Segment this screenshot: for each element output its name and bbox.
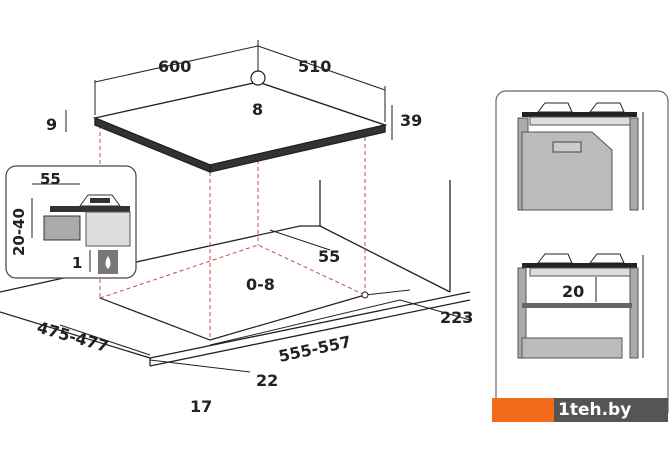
- label-wall-gap: 0-8: [246, 275, 275, 294]
- label-wall-distance: 55: [318, 247, 340, 266]
- label-gas-inlet: 8: [252, 100, 263, 119]
- label-front-edge: 17: [190, 397, 212, 416]
- cutout-edges: [99, 294, 366, 341]
- side-label-clearance: 20: [562, 282, 584, 301]
- label-hob-depth: 510: [298, 57, 331, 76]
- label-back-distance: 223: [440, 308, 473, 327]
- gas-inlet-icon: [250, 70, 266, 86]
- label-hob-width: 600: [158, 57, 191, 76]
- label-glass-thickness: 9: [46, 115, 57, 134]
- inset-label-worktop: 20-40: [10, 208, 28, 256]
- inset-label-edge: 55: [40, 170, 61, 188]
- worktop: [0, 180, 471, 367]
- hob: [92, 81, 388, 174]
- side-panel: [495, 90, 669, 422]
- inset-label-gap: 1: [72, 254, 82, 272]
- label-front-offset: 22: [256, 371, 278, 390]
- label-cutout-depth: 475-477: [35, 318, 111, 357]
- flame-icon: [105, 256, 111, 269]
- watermark: 1teh.by: [492, 398, 668, 422]
- connector-icon: [361, 291, 369, 299]
- inset-detail-panel: [5, 165, 137, 279]
- watermark-text: 1teh.by: [554, 398, 668, 422]
- label-hob-height: 39: [400, 111, 422, 130]
